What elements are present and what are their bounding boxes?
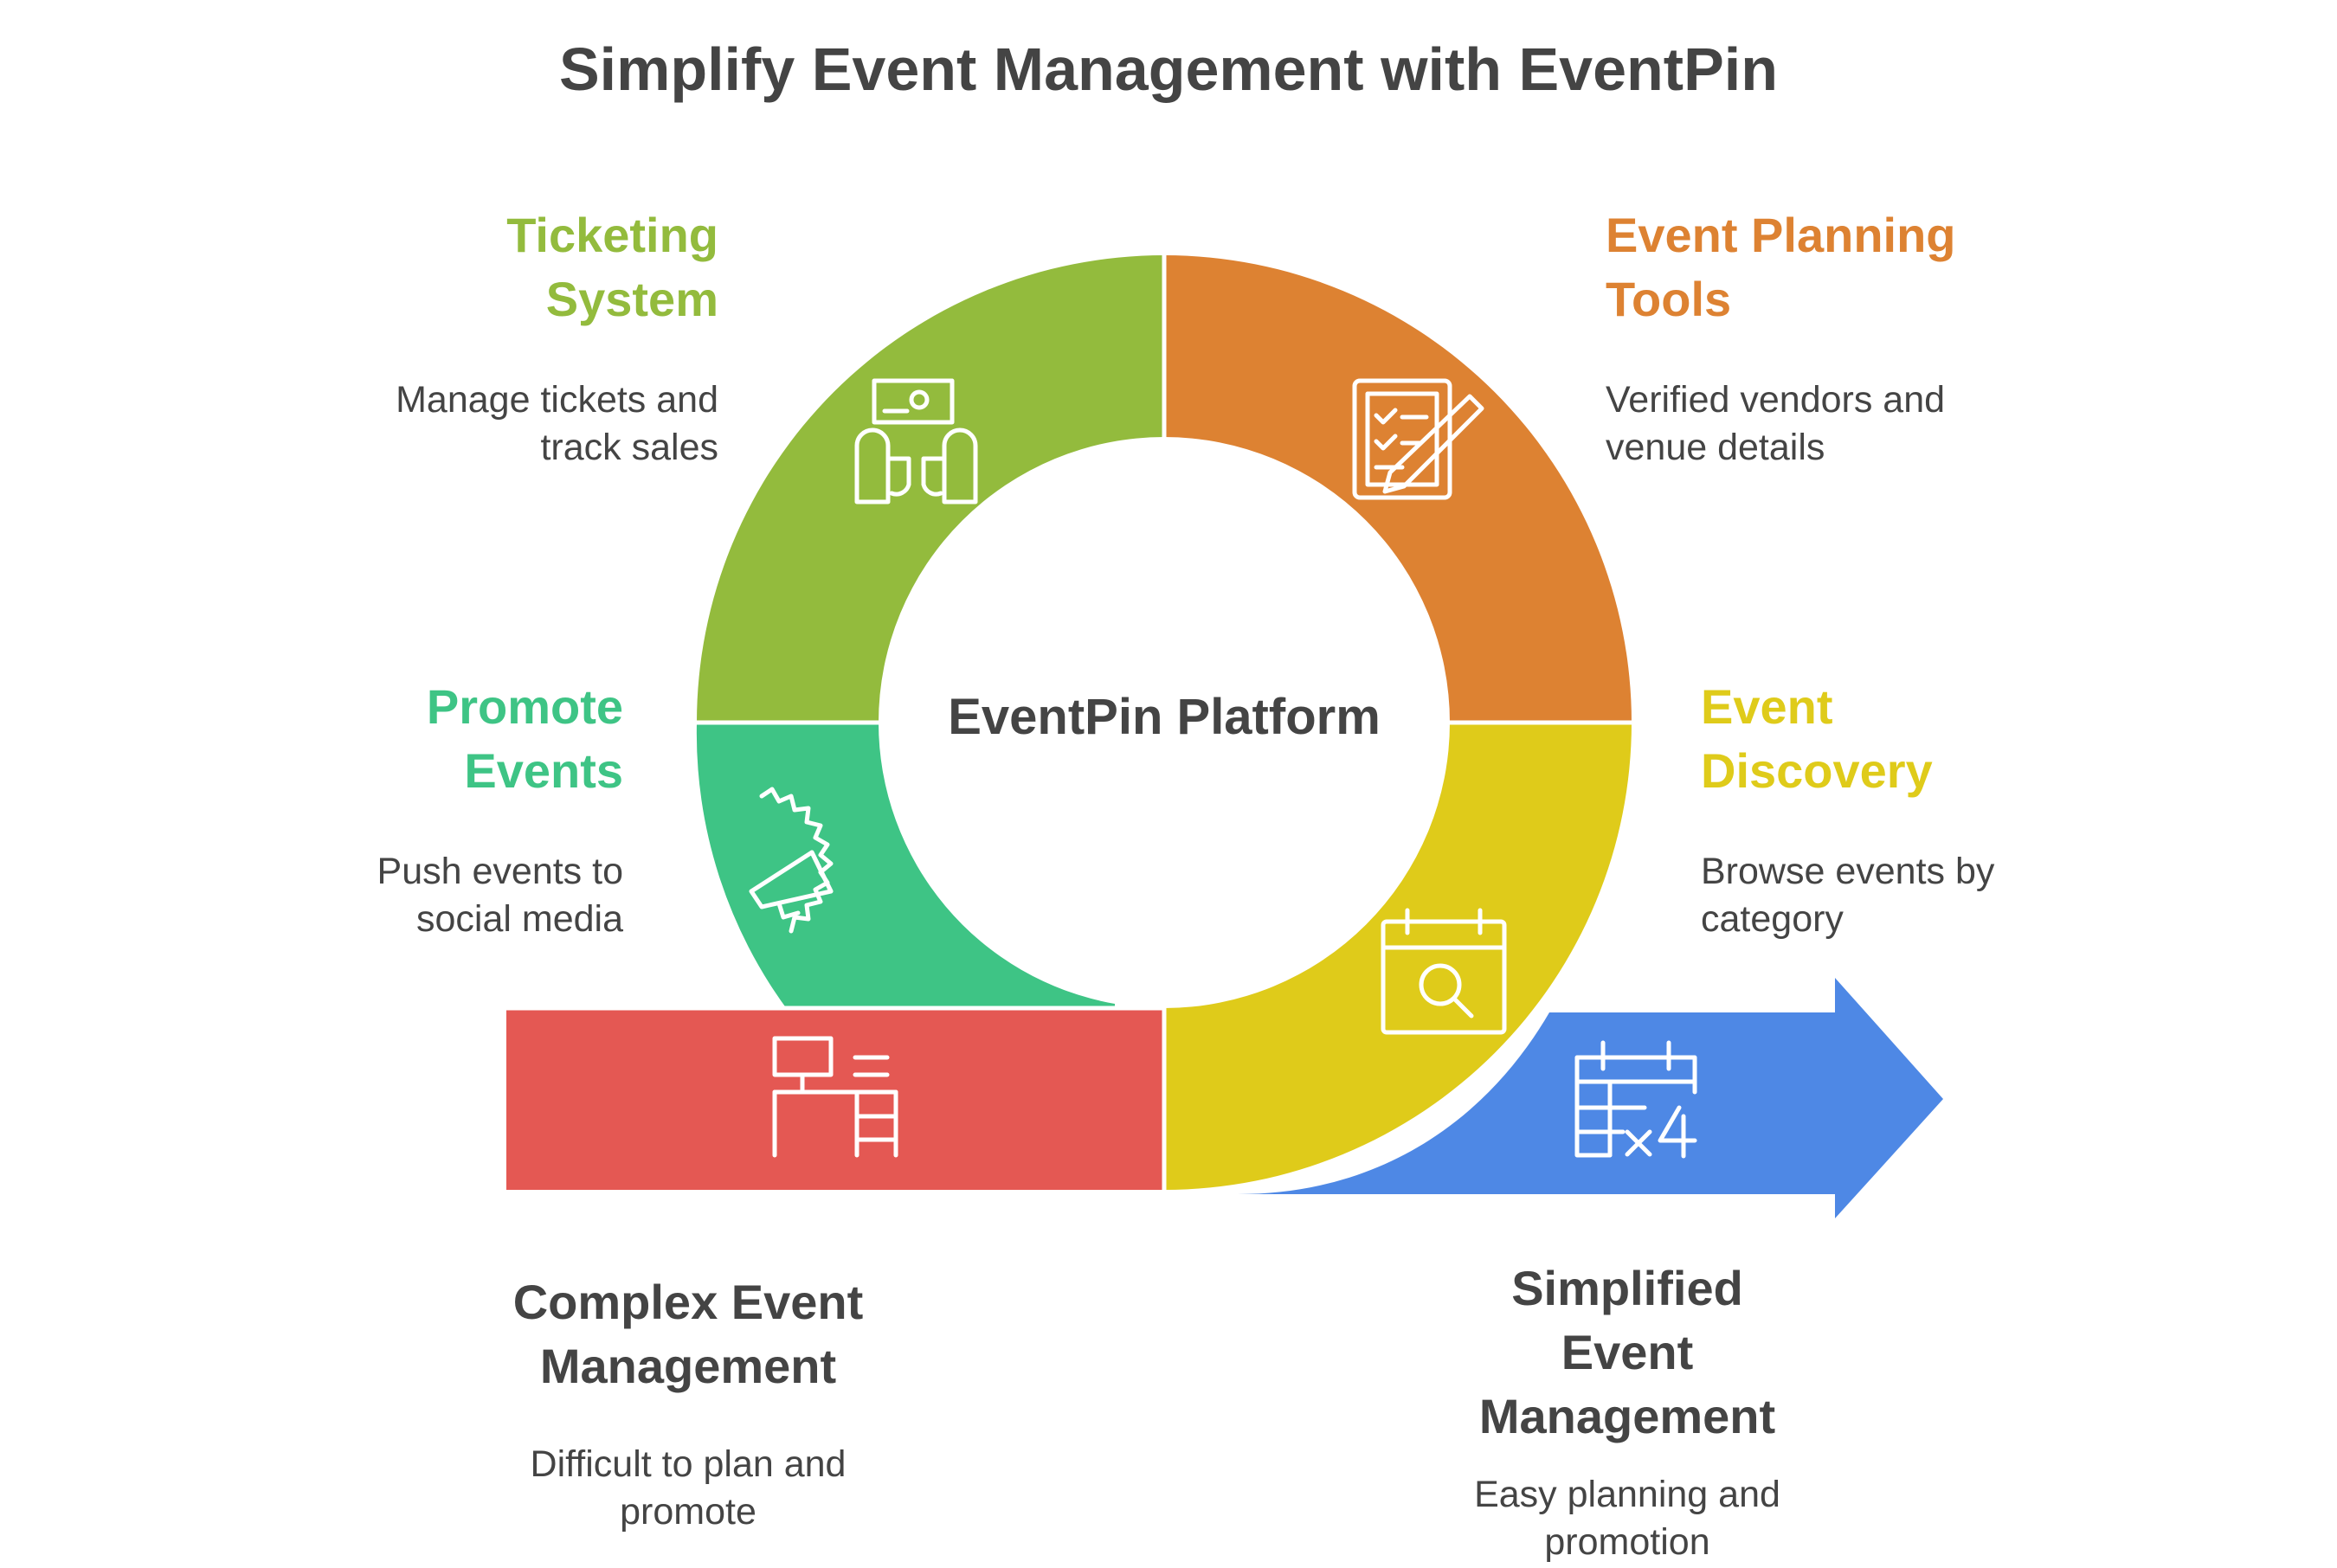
simplified-title-line1: Simplified — [1511, 1261, 1743, 1315]
promote-description: Push events to social media — [260, 848, 623, 943]
diagram-title: Simplify Event Management with EventPin — [558, 35, 1779, 103]
table-multiply-icon — [1574, 1040, 1697, 1159]
promote-desc-line2: social media — [416, 898, 623, 940]
desk-computer-icon — [772, 1036, 898, 1158]
clipboard-pencil-icon — [1352, 378, 1484, 500]
complex-bar — [506, 1008, 1164, 1190]
ticketing-desc-line1: Manage tickets and — [396, 379, 718, 421]
discovery-segment — [1164, 723, 1632, 1190]
discovery-title: Event Discovery — [1701, 675, 2116, 803]
discovery-description: Browse events by category — [1701, 848, 2116, 943]
ticketing-title: Ticketing System — [303, 203, 718, 331]
complex-desc-line1: Difficult to plan and — [530, 1443, 847, 1485]
simplified-title-line3: Management — [1478, 1389, 1776, 1443]
planning-desc-line2: venue details — [1606, 427, 1825, 468]
planning-title-line1: Event Planning — [1606, 208, 1956, 262]
simplified-arrow — [1238, 978, 1943, 1218]
planning-title-line2: Tools — [1606, 272, 1732, 326]
megaphone-icon — [749, 787, 834, 934]
ticketing-segment — [697, 255, 1164, 723]
promote-segment — [696, 723, 1115, 1012]
promote-title-line2: Events — [464, 743, 623, 798]
promote-title-line1: Promote — [426, 679, 623, 734]
simplified-title-line2: Event — [1561, 1325, 1694, 1379]
simplified-desc-line1: Easy planning and — [1474, 1474, 1780, 1515]
complex-title: Complex Event Management — [428, 1270, 948, 1398]
discovery-title-line2: Discovery — [1701, 743, 1933, 798]
planning-description: Verified vendors and venue details — [1606, 376, 2038, 472]
discovery-desc-line2: category — [1701, 898, 1844, 940]
planning-desc-line1: Verified vendors and — [1606, 379, 1946, 421]
simplified-description: Easy planning and promotion — [1368, 1471, 1887, 1566]
ticketing-description: Manage tickets and track sales — [303, 376, 718, 472]
ticketing-desc-line2: track sales — [540, 427, 718, 468]
complex-desc-line2: promote — [620, 1491, 756, 1533]
complex-title-line1: Complex Event — [512, 1275, 864, 1329]
ticket-booth-icon — [854, 378, 978, 504]
simplified-title: Simplified Event Management — [1368, 1256, 1887, 1449]
planning-title: Event Planning Tools — [1606, 203, 2038, 331]
ticketing-title-line2: System — [545, 272, 718, 326]
promote-desc-line1: Push events to — [377, 851, 623, 892]
discovery-title-line1: Event — [1701, 679, 1833, 734]
ticketing-title-line1: Ticketing — [506, 208, 718, 262]
calendar-search-icon — [1381, 908, 1507, 1035]
simplified-desc-line2: promotion — [1544, 1521, 1710, 1563]
promote-title: Promote Events — [260, 675, 623, 803]
center-label: EventPin Platform — [948, 689, 1381, 745]
complex-description: Difficult to plan and promote — [428, 1441, 948, 1536]
complex-title-line2: Management — [539, 1339, 837, 1393]
discovery-desc-line1: Browse events by — [1701, 851, 1995, 892]
